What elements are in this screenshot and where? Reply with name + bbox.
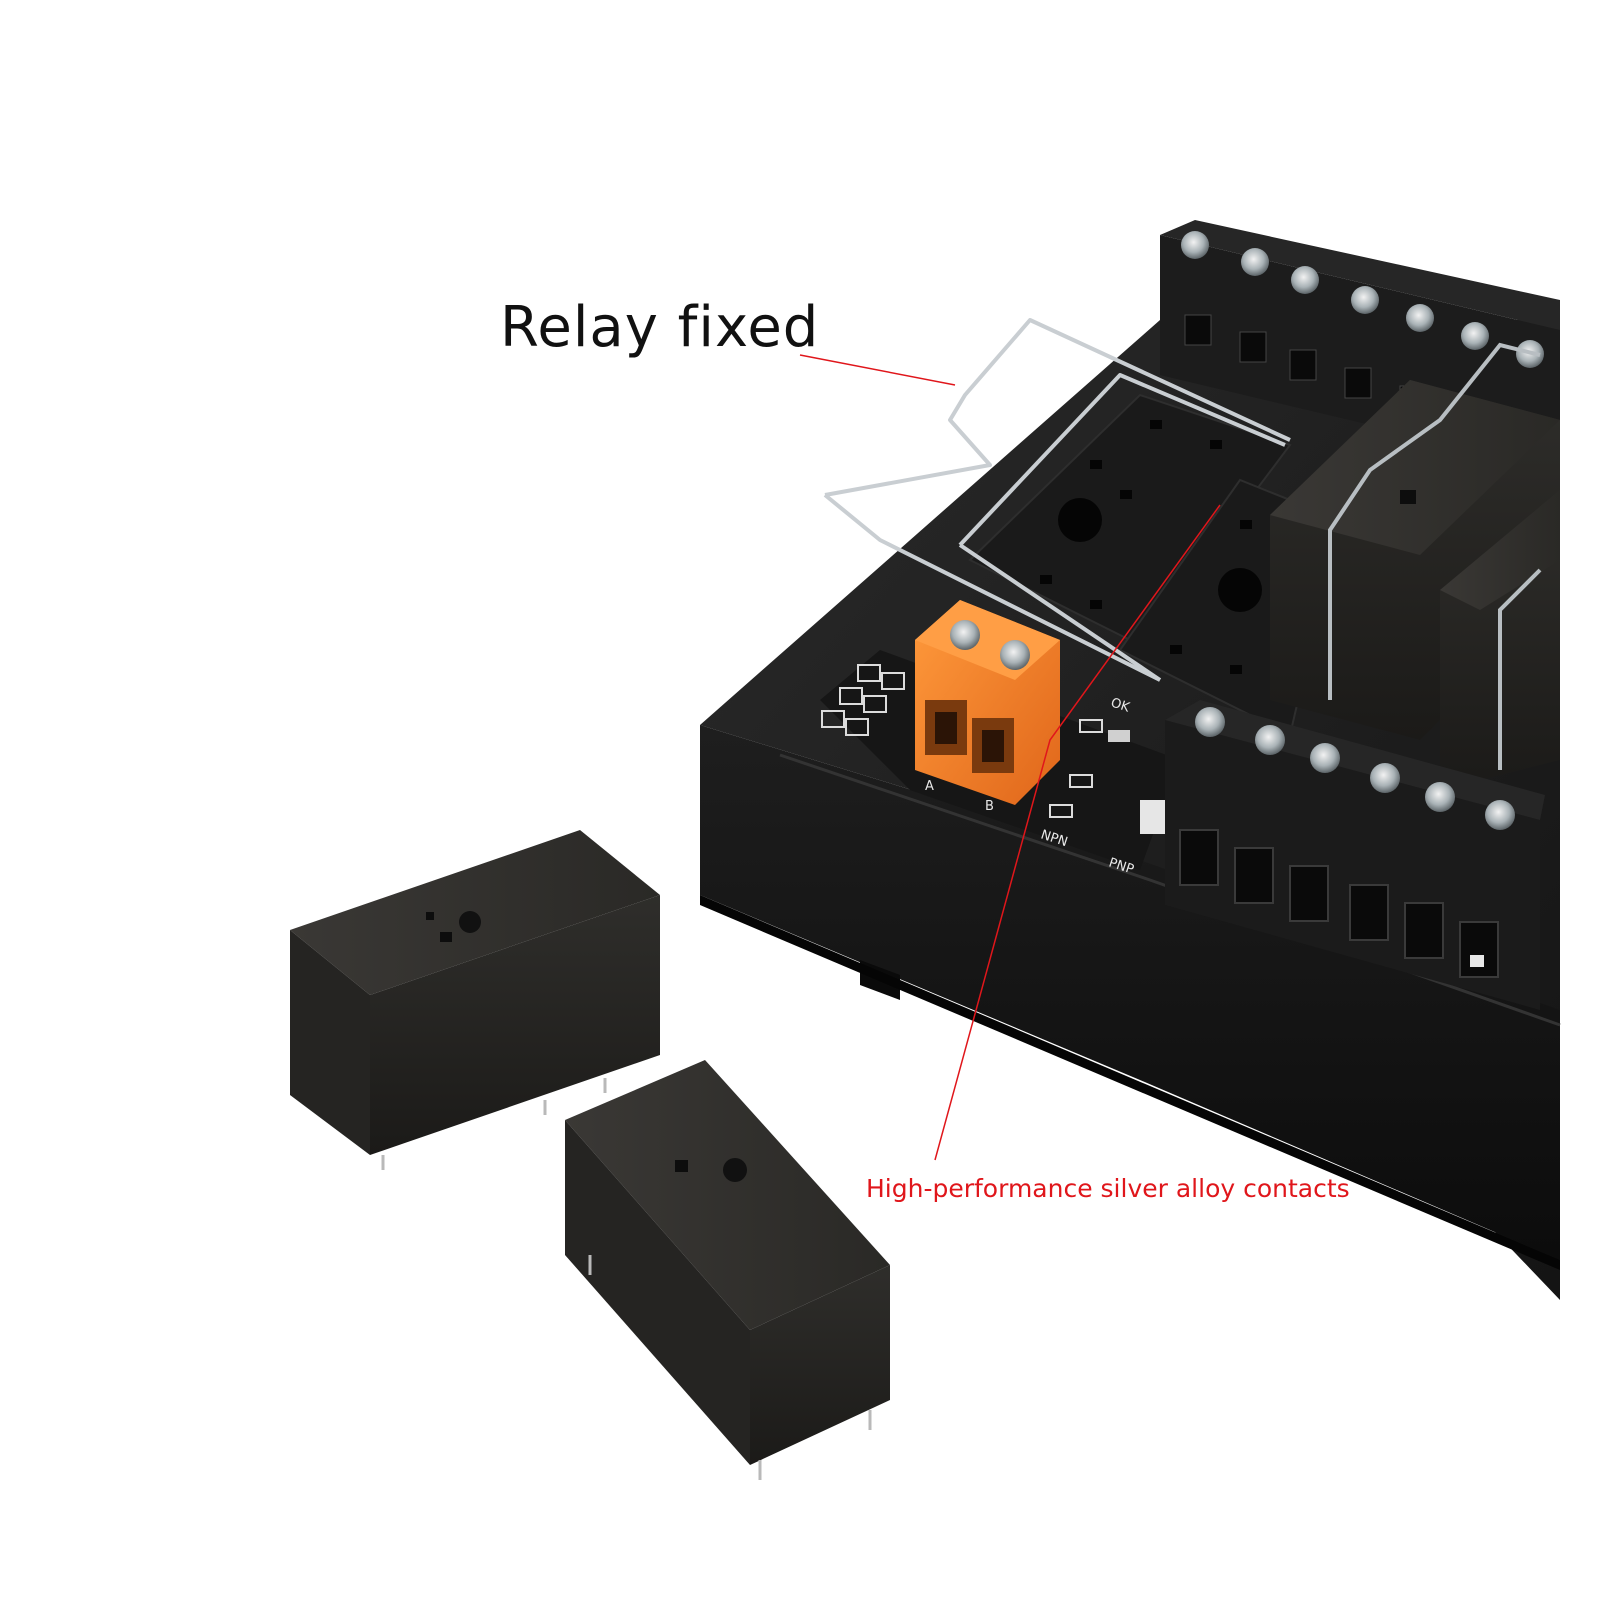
leader-line-relay-fixed	[799, 354, 956, 386]
terminal-label-b: B	[985, 799, 994, 814]
screw-row-rear	[1181, 231, 1544, 368]
pcb-label-ok: OK	[1109, 696, 1132, 716]
relay-retaining-clip	[1328, 342, 1542, 770]
callout-silver-contacts: High-performance silver alloy contacts	[866, 1174, 1350, 1203]
terminal-label-a: A	[925, 779, 934, 794]
terminal-block-front	[1165, 700, 1545, 1010]
callout-relay-fixed: Relay fixed	[500, 295, 820, 360]
loose-relay	[290, 830, 660, 1170]
relay-retaining-clip	[823, 318, 1291, 682]
power-terminal-orange: A B	[915, 600, 1060, 814]
leader-line-contacts	[934, 504, 1221, 1161]
screw-row-front	[1195, 707, 1515, 830]
relay-socket	[968, 393, 1292, 647]
loose-relay	[565, 1060, 890, 1480]
